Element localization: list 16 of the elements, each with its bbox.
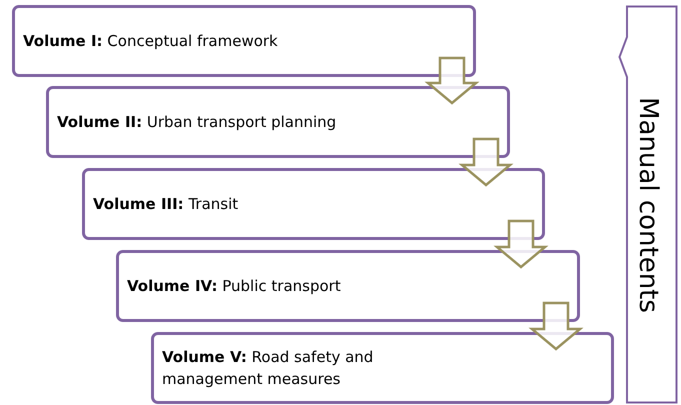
block-arrow [528,302,584,351]
volume-box [151,332,614,404]
volume-title: Volume II: Urban transport planning [57,112,336,133]
panel-title: Manual contents [633,96,663,312]
volume-title: Volume IV: Public transport [127,276,341,297]
volume-title: Volume V: Road safety and management measures [162,347,374,390]
volume-title: Volume III: Transit [93,194,238,215]
block-arrow [458,138,514,187]
volume-box [116,250,580,322]
block-arrow [424,56,480,105]
volume-box [12,5,476,77]
volume-box [46,86,510,158]
block-arrow [494,220,548,269]
chevron-panel [618,5,678,404]
volume-title: Volume I: Conceptual framework [23,31,278,52]
volume-box [82,168,545,240]
